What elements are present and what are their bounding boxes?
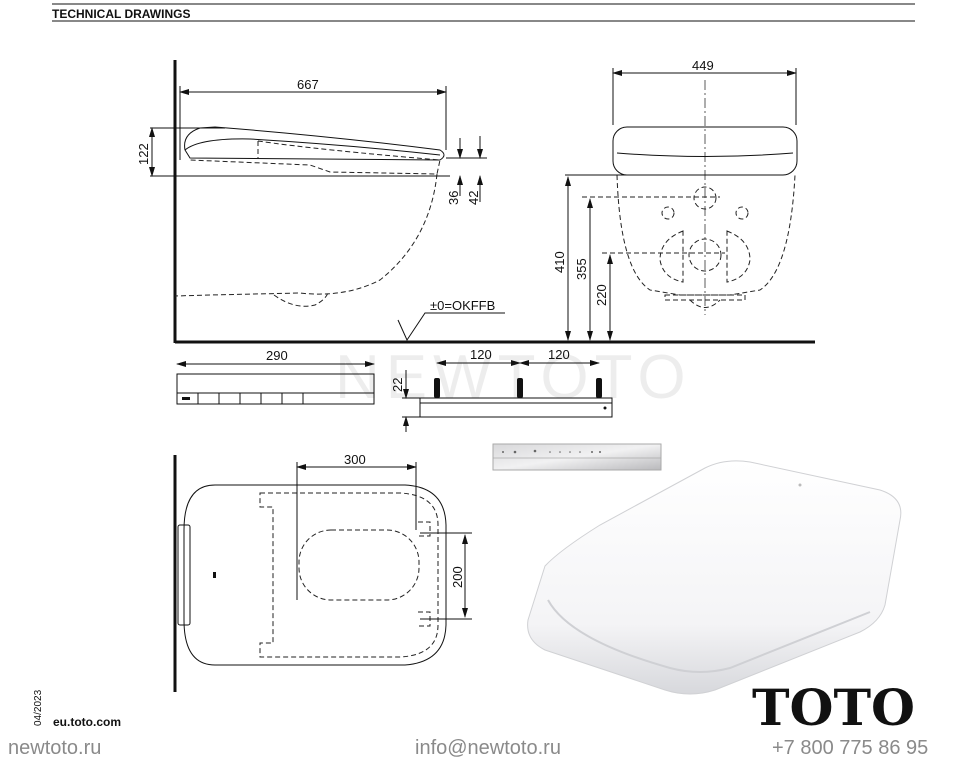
seat-photo bbox=[527, 460, 902, 695]
dim-36: 36 bbox=[446, 191, 461, 205]
dim-length-667: 667 bbox=[297, 77, 319, 92]
footer-site-link[interactable]: newtoto.ru bbox=[8, 737, 102, 759]
section-title: TECHNICAL DRAWINGS bbox=[52, 7, 190, 21]
watermark: NEWTOTO bbox=[335, 343, 692, 412]
dim-42: 42 bbox=[466, 191, 481, 205]
footer-phone[interactable]: +7 800 775 86 95 bbox=[772, 737, 929, 759]
control-panel-drawings: 290 120 120 22 bbox=[176, 347, 613, 432]
website-label: eu.toto.com bbox=[53, 715, 121, 729]
floor-reference-label: ±0=OKFFB bbox=[430, 298, 495, 313]
dim-220: 220 bbox=[594, 284, 609, 306]
footer-email-link[interactable]: info@newtoto.ru bbox=[415, 737, 561, 759]
side-view: 122 667 36 42 ±0=OKFFB bbox=[136, 60, 815, 344]
dim-290: 290 bbox=[266, 348, 288, 363]
dim-120-right: 120 bbox=[548, 347, 570, 362]
dim-355: 355 bbox=[574, 258, 589, 280]
dim-width-449: 449 bbox=[692, 58, 714, 73]
dim-300: 300 bbox=[344, 452, 366, 467]
dim-height-122: 122 bbox=[136, 143, 151, 165]
revision-date: 04/2023 bbox=[33, 689, 44, 726]
toto-logo: TOTO bbox=[752, 678, 915, 737]
top-view: 300 200 bbox=[173, 452, 472, 692]
dim-120-left: 120 bbox=[470, 347, 492, 362]
front-view: 449 410 355 220 bbox=[552, 58, 798, 341]
dim-22: 22 bbox=[390, 378, 405, 392]
control-panel-photo bbox=[492, 443, 662, 471]
dim-410: 410 bbox=[552, 251, 567, 273]
dim-200: 200 bbox=[450, 566, 465, 588]
